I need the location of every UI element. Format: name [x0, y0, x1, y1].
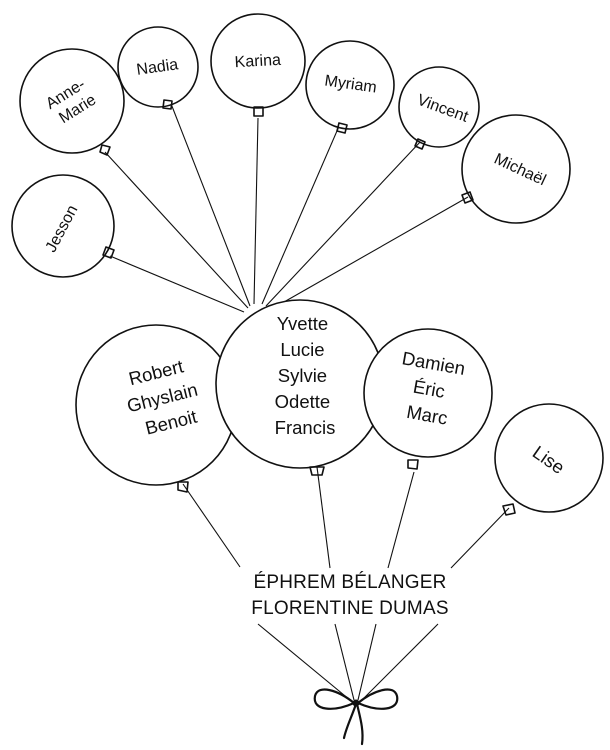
balloon-anne-marie: Anne- Marie: [19, 48, 125, 156]
svg-text:Yvette Lucie Sylvi: Yvette Lucie Sylvie Odette Francis: [275, 313, 336, 438]
string-to-bow-4: [361, 623, 439, 701]
string-yvette-balloon: [316, 466, 331, 569]
balloon-robert-ghyslain-benoit: Robert Ghyslain Benoit: [75, 324, 237, 493]
balloon-nadia: Nadia: [117, 26, 199, 110]
balloon-label: Odette: [275, 391, 331, 412]
balloon-vincent: Vincent: [398, 66, 480, 150]
balloon-label: Yvette: [277, 313, 328, 334]
balloon-label: Nadia: [135, 56, 179, 79]
string-robert-balloon: [182, 483, 241, 568]
ribbon-bow-icon: [313, 688, 399, 746]
balloon-label: Karina: [234, 52, 281, 71]
string-to-bow-1: [257, 623, 351, 701]
string-to-bow-3: [357, 623, 377, 701]
balloon-yvette-lucie-sylvie-odette-francis: Yvette Lucie Sylvie Odette Francis: [215, 299, 385, 476]
string-lise-balloon: [450, 507, 510, 569]
balloon-michael: Michaël: [461, 114, 571, 224]
balloon-damien-eric-marc: Damien Éric Marc: [363, 328, 493, 470]
string-to-bow-2: [334, 623, 355, 701]
balloon-label: Lucie: [280, 339, 324, 360]
root-name-1: ÉPHREM BÉLANGER: [253, 572, 446, 593]
balloon-label: Francis: [275, 417, 336, 438]
top-strings: [104, 95, 469, 313]
balloon-karina: Karina: [210, 13, 306, 117]
balloon-myriam: Myriam: [305, 40, 395, 134]
balloon-jesson: Jesson: [11, 174, 115, 278]
balloon-lise: Lise: [494, 403, 604, 516]
string-damien-balloon: [387, 471, 415, 569]
root-name-2: FLORENTINE DUMAS: [251, 598, 448, 619]
balloon-label: Sylvie: [278, 365, 327, 386]
